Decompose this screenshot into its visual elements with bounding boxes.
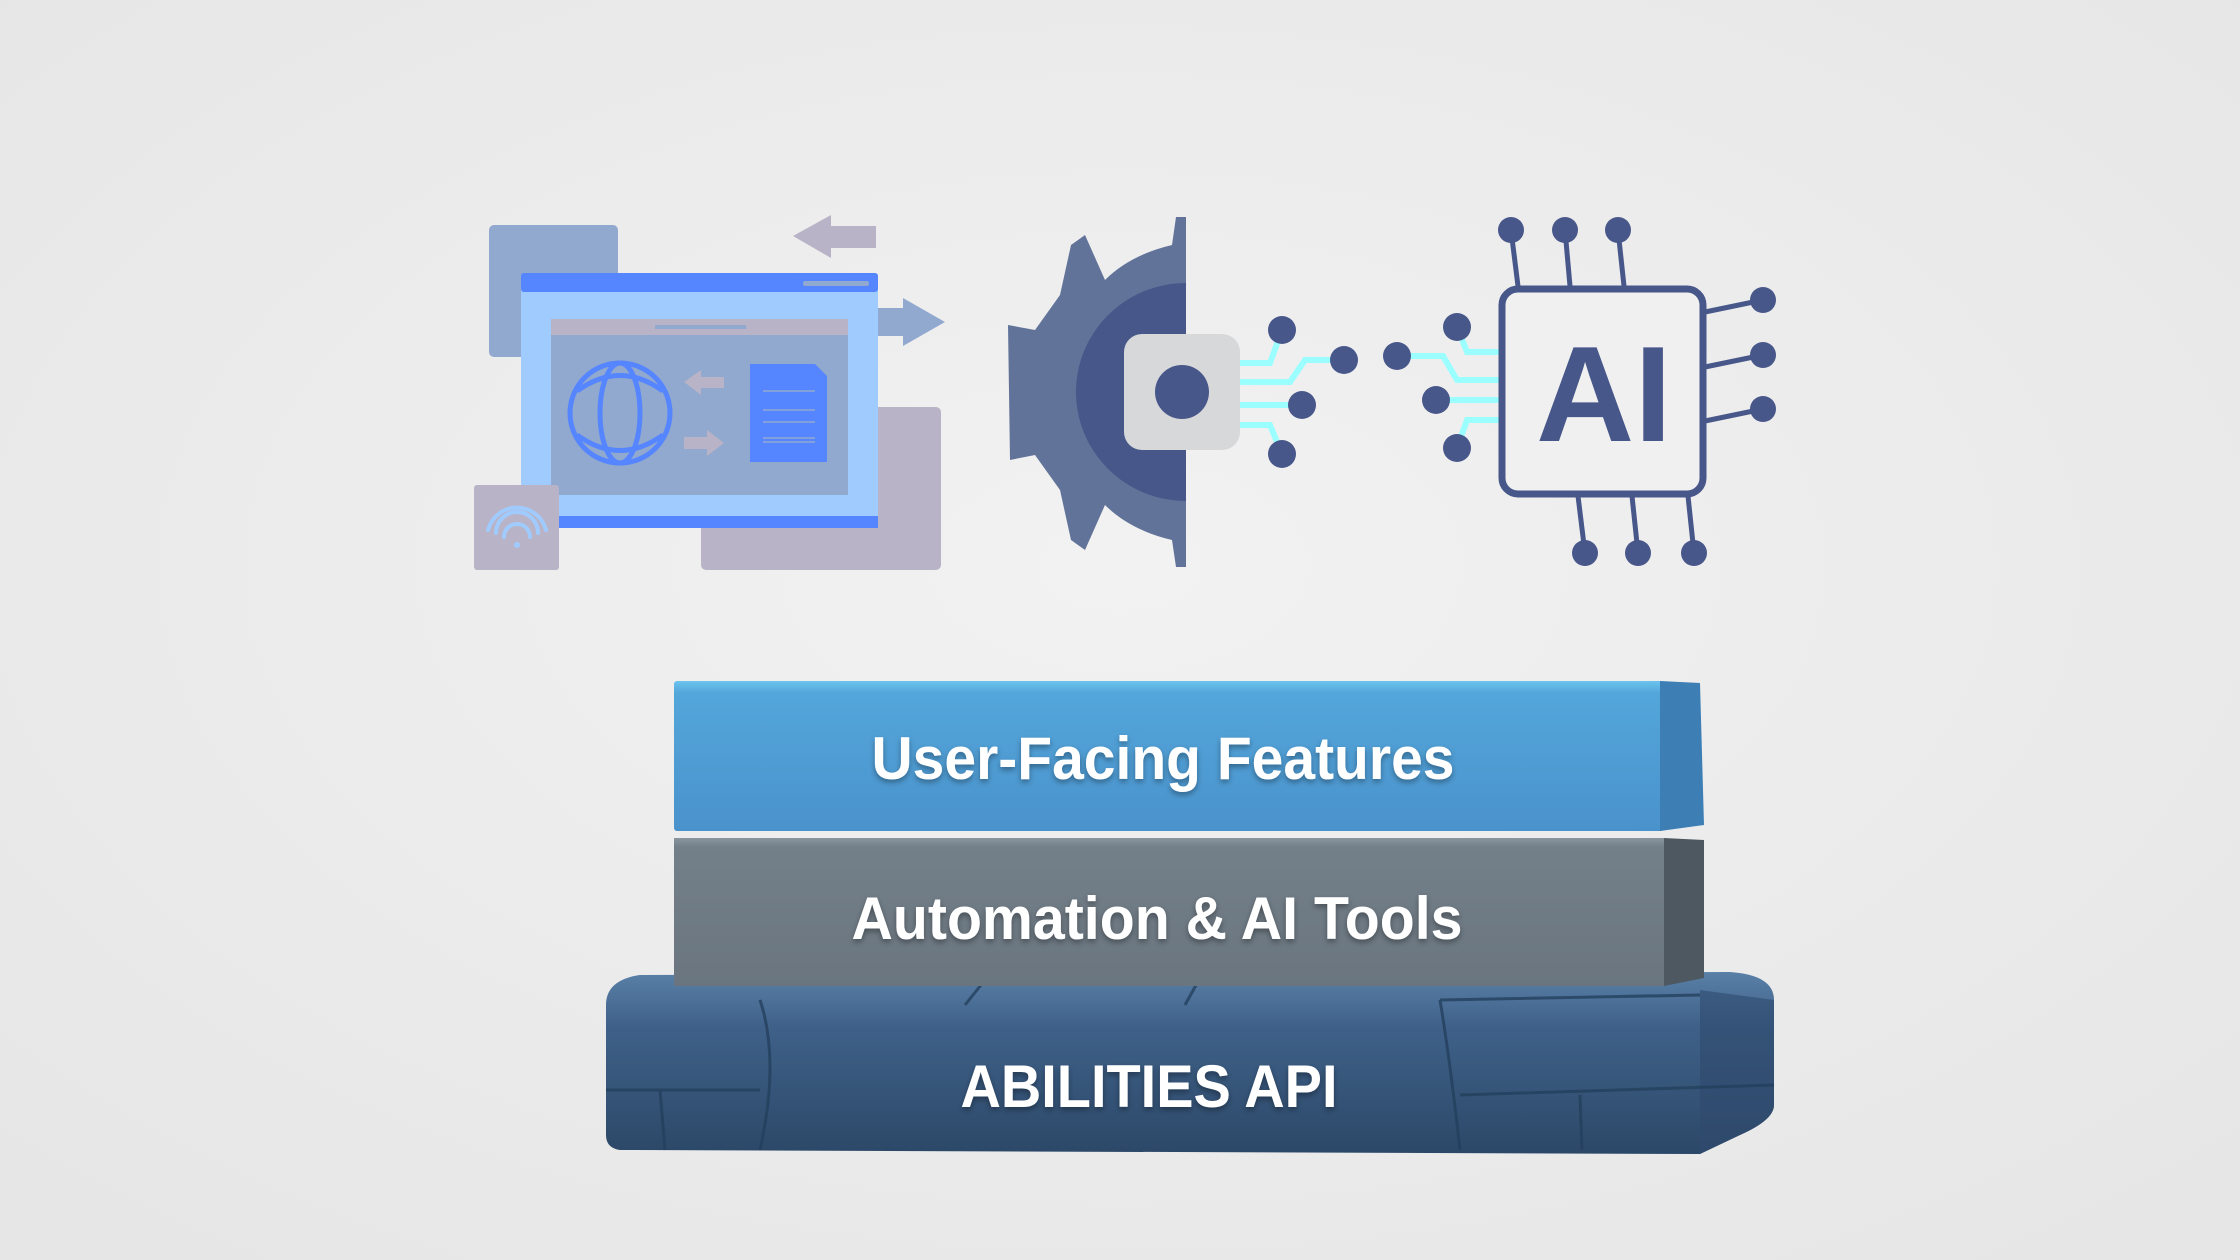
gear-circuit-icon [1008, 217, 1358, 567]
layer-stack: ABILITIES API Automation & AI Tools User… [606, 681, 1775, 1154]
layer-abilities-api: ABILITIES API [606, 972, 1775, 1154]
small-arrow-left-icon [684, 370, 724, 395]
arrow-right-icon [878, 298, 945, 346]
small-arrow-right-icon [684, 430, 724, 456]
wifi-icon [486, 505, 548, 548]
globe-icon [567, 360, 673, 466]
layer-user-facing-features: User-Facing Features [674, 681, 1704, 831]
browser-title-bar [521, 273, 878, 292]
chip-label: AI [1536, 318, 1672, 470]
header-line [655, 325, 746, 329]
layer-automation-ai-tools: Automation & AI Tools [674, 838, 1704, 986]
layer-label-automation-ai-tools: Automation & AI Tools [852, 885, 1463, 952]
wifi-tile [474, 485, 559, 570]
arrow-left-icon [793, 215, 876, 258]
browser-bottom-bar [521, 516, 878, 528]
layer-label-abilities-api: ABILITIES API [961, 1053, 1338, 1120]
address-bar [803, 281, 869, 286]
web-browser-illustration [474, 215, 945, 570]
chip-body [1498, 285, 1707, 498]
document-icon [750, 364, 827, 462]
layer-label-user-facing-features: User-Facing Features [872, 725, 1455, 792]
ai-chip-icon: AI [1383, 217, 1776, 566]
circuit-nodes [1268, 316, 1358, 468]
